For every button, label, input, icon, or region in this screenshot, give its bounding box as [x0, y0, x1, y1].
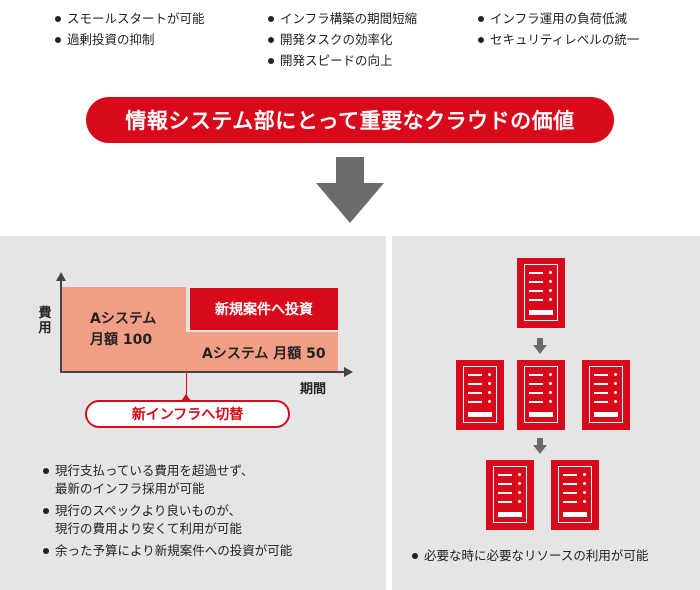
- y-axis: [60, 278, 62, 372]
- bullet-item: スモールスタートが可能: [55, 8, 205, 29]
- bullets-column-2: インフラ構築の期間短縮 開発タスクの効率化 開発スピードの向上: [268, 8, 417, 71]
- bar-new-investment: 新規案件へ投資: [190, 288, 338, 330]
- bullet-item: インフラ運用の負荷低減: [478, 8, 639, 29]
- bar-system-a-100: Aシステム 月額 100: [62, 287, 186, 371]
- bar-label: Aシステム 月額 50: [202, 346, 326, 362]
- bullet-item: セキュリティレベルの統一: [478, 29, 639, 50]
- server-icon: [582, 360, 630, 430]
- down-arrow-icon: [533, 438, 547, 454]
- bullet-item: 開発スピードの向上: [268, 50, 417, 71]
- bullet-item: 必要な時に必要なリソースの利用が可能: [412, 547, 648, 565]
- server-icon: [486, 460, 534, 530]
- left-bullets: 現行支払っている費用を超過せず、 最新のインフラ採用が可能 現行のスペックより良…: [43, 462, 292, 560]
- switch-marker: [186, 371, 187, 401]
- bullet-item: 現行支払っている費用を超過せず、: [43, 462, 292, 480]
- bullet-item: 開発タスクの効率化: [268, 29, 417, 50]
- server-icon: [517, 258, 565, 328]
- server-icon: [551, 460, 599, 530]
- bar-label: Aシステム: [90, 311, 157, 327]
- bullet-item: 余った予算により新規案件への投資が可能: [43, 542, 292, 560]
- x-axis-label: 期間: [300, 382, 327, 397]
- bullets-column-3: インフラ運用の負荷低減 セキュリティレベルの統一: [478, 8, 639, 50]
- y-axis-label: 費用: [38, 306, 52, 336]
- x-axis-arrow-icon: [344, 367, 353, 377]
- bar-label: 月額 100: [90, 332, 153, 348]
- bullets-column-1: スモールスタートが可能 過剰投資の抑制: [55, 8, 205, 50]
- bullet-item: 過剰投資の抑制: [55, 29, 205, 50]
- bullet-item-continuation: 最新のインフラ採用が可能: [55, 481, 205, 496]
- bullet-item: インフラ構築の期間短縮: [268, 8, 417, 29]
- server-icon: [456, 360, 504, 430]
- switch-label: 新インフラへ切替: [85, 394, 290, 428]
- server-icon: [517, 360, 565, 430]
- down-arrow-icon: [316, 157, 384, 223]
- down-arrow-icon: [533, 338, 547, 354]
- value-banner: 情報システム部にとって重要なクラウドの価値: [86, 97, 614, 143]
- bar-system-a-50: Aシステム 月額 50: [186, 332, 338, 371]
- y-axis-arrow-icon: [56, 272, 66, 281]
- bullet-item-continuation: 現行の費用より安くて利用が可能: [55, 521, 242, 536]
- bullet-item: 現行のスペックより良いものが、: [43, 502, 292, 520]
- right-bullets: 必要な時に必要なリソースの利用が可能: [412, 547, 648, 565]
- x-axis: [60, 371, 346, 373]
